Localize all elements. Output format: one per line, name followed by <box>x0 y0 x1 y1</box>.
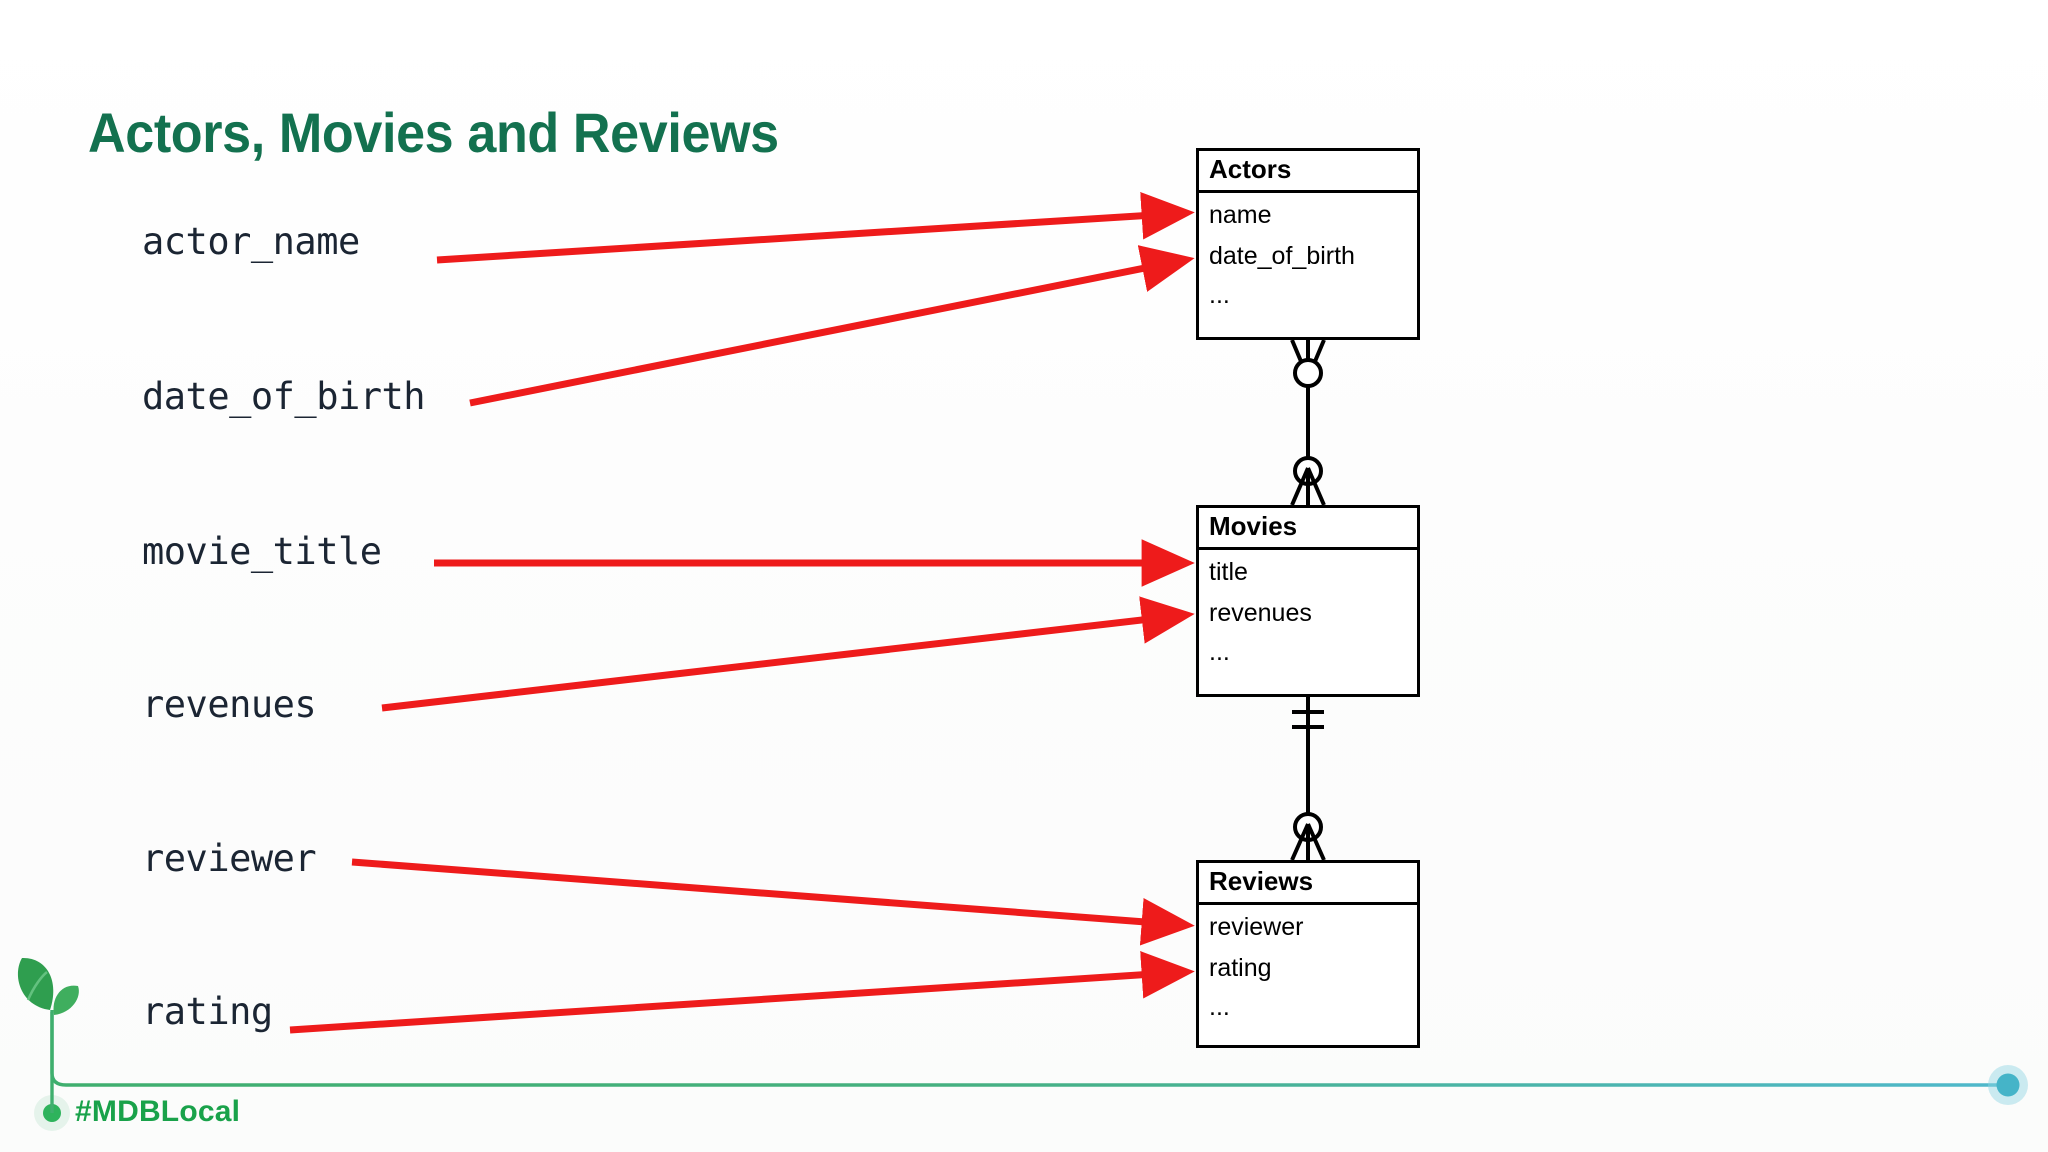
entity-title-movies: Movies <box>1199 508 1417 551</box>
entity-field-movies-ellipsis: ... <box>1209 638 1230 667</box>
annotation-arrow-actor-name <box>436 191 1195 264</box>
field-label-rating: rating <box>142 990 273 1033</box>
footer-decoration <box>17 957 2028 1131</box>
sprout-leaf-left-vein-icon <box>26 970 48 1001</box>
field-label-movie-title: movie_title <box>142 530 382 573</box>
entity-field-movies-title: title <box>1209 558 1248 587</box>
field-label-actor-name: actor_name <box>142 220 360 263</box>
relationship-actors-movies <box>1290 339 1326 506</box>
entity-field-actors-ellipsis: ... <box>1209 281 1230 310</box>
annotation-arrow-reviewer <box>351 858 1195 946</box>
entity-fields-reviews: reviewer rating ... <box>1199 905 1417 1031</box>
entity-title-actors: Actors <box>1199 151 1417 194</box>
entity-fields-movies: title revenues ... <box>1199 550 1417 676</box>
entity-box-actors[interactable]: Actors name date_of_birth ... <box>1196 148 1420 340</box>
zero-circle-movies-side <box>1293 456 1323 486</box>
entity-title-reviews: Reviews <box>1199 863 1417 906</box>
entity-field-reviews-reviewer: reviewer <box>1209 913 1304 942</box>
annotation-arrow-revenues <box>381 596 1195 712</box>
entity-field-movies-revenues: revenues <box>1209 599 1312 628</box>
entity-box-movies[interactable]: Movies title revenues ... <box>1196 505 1420 697</box>
crows-foot-actors-side <box>1290 339 1326 379</box>
sprout-leaf-right-icon <box>53 985 79 1015</box>
zero-circle-actors-side <box>1293 358 1323 388</box>
crows-foot-reviews-side <box>1290 823 1326 861</box>
footer-start-dot-halo <box>34 1095 70 1131</box>
entity-field-reviews-rating: rating <box>1209 954 1272 983</box>
entity-fields-actors: name date_of_birth ... <box>1199 193 1417 319</box>
sprout-leaf-left-icon <box>17 957 54 1010</box>
footer-end-dot <box>1996 1073 2020 1097</box>
entity-box-reviews[interactable]: Reviews reviewer rating ... <box>1196 860 1420 1048</box>
entity-field-reviews-ellipsis: ... <box>1209 993 1230 1022</box>
footer-start-dot <box>43 1104 61 1122</box>
page-title: Actors, Movies and Reviews <box>88 101 779 164</box>
field-label-revenues: revenues <box>142 683 317 726</box>
entity-field-actors-date-of-birth: date_of_birth <box>1209 242 1355 271</box>
field-label-date-of-birth: date_of_birth <box>142 375 426 418</box>
annotation-arrow-date-of-birth <box>469 245 1195 407</box>
footer-end-dot-halo <box>1988 1065 2028 1105</box>
annotation-arrow-rating <box>289 951 1195 1034</box>
footer-hashtag: #MDBLocal <box>75 1095 241 1128</box>
crows-foot-movies-side <box>1290 467 1326 506</box>
footer-line <box>50 1010 2008 1087</box>
relationship-movies-reviews <box>1290 697 1326 861</box>
field-label-reviewer: reviewer <box>142 837 317 880</box>
zero-circle-reviews-side <box>1293 812 1323 842</box>
entity-field-actors-name: name <box>1209 201 1272 230</box>
